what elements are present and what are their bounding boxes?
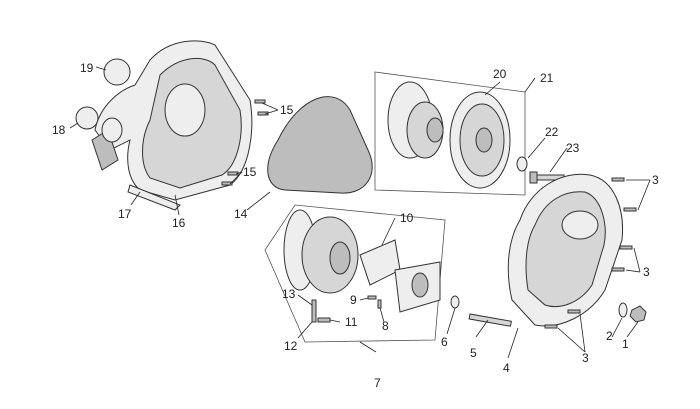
o-ring-18: [75, 106, 99, 130]
callout-12: 12: [284, 339, 298, 353]
driven-pulley: [387, 81, 511, 189]
callout-3b: 3: [643, 265, 650, 279]
callout-15a: 15: [280, 103, 294, 117]
leader-lines: [69, 66, 651, 359]
nut-1: [629, 305, 647, 323]
callout-19: 19: [80, 61, 94, 75]
washer-6: [450, 295, 460, 309]
callout-6: 6: [441, 335, 448, 349]
callout-3a: 3: [652, 173, 659, 187]
o-ring-19: [103, 58, 131, 86]
callouts: 19 18 17 16 15 15 14 20 21 22 23 3 3 3 1…: [52, 61, 659, 390]
callout-23: 23: [566, 141, 580, 155]
callout-13: 13: [282, 287, 296, 301]
callout-18: 18: [52, 123, 66, 137]
callout-11: 11: [345, 315, 358, 329]
bolt-5: [468, 313, 512, 327]
washer-2: [618, 302, 628, 318]
drive-belt: [267, 96, 373, 194]
callout-8: 8: [382, 319, 389, 333]
callout-3c: 3: [582, 351, 589, 365]
callout-5: 5: [470, 346, 477, 360]
group-box-21: [374, 71, 526, 196]
pin-9: [367, 295, 377, 300]
outer-cover: [91, 40, 253, 211]
inner-cover: [507, 173, 624, 327]
callout-16: 16: [172, 216, 186, 230]
callout-1: 1: [622, 337, 629, 351]
callout-21: 21: [540, 71, 554, 85]
callout-4: 4: [503, 361, 510, 375]
callout-14: 14: [234, 207, 248, 221]
drive-pulley: [283, 209, 441, 323]
callout-9: 9: [350, 293, 357, 307]
bolts-3: [544, 177, 637, 329]
callout-22: 22: [545, 125, 559, 139]
callout-17: 17: [118, 207, 132, 221]
callout-15b: 15: [243, 165, 257, 179]
washer-22: [516, 156, 528, 172]
pin-8: [377, 299, 382, 309]
callout-20: 20: [493, 67, 507, 81]
callout-2: 2: [606, 329, 613, 343]
bolts-15: [221, 99, 269, 186]
callout-10: 10: [400, 211, 414, 225]
callout-7: 7: [374, 376, 381, 390]
